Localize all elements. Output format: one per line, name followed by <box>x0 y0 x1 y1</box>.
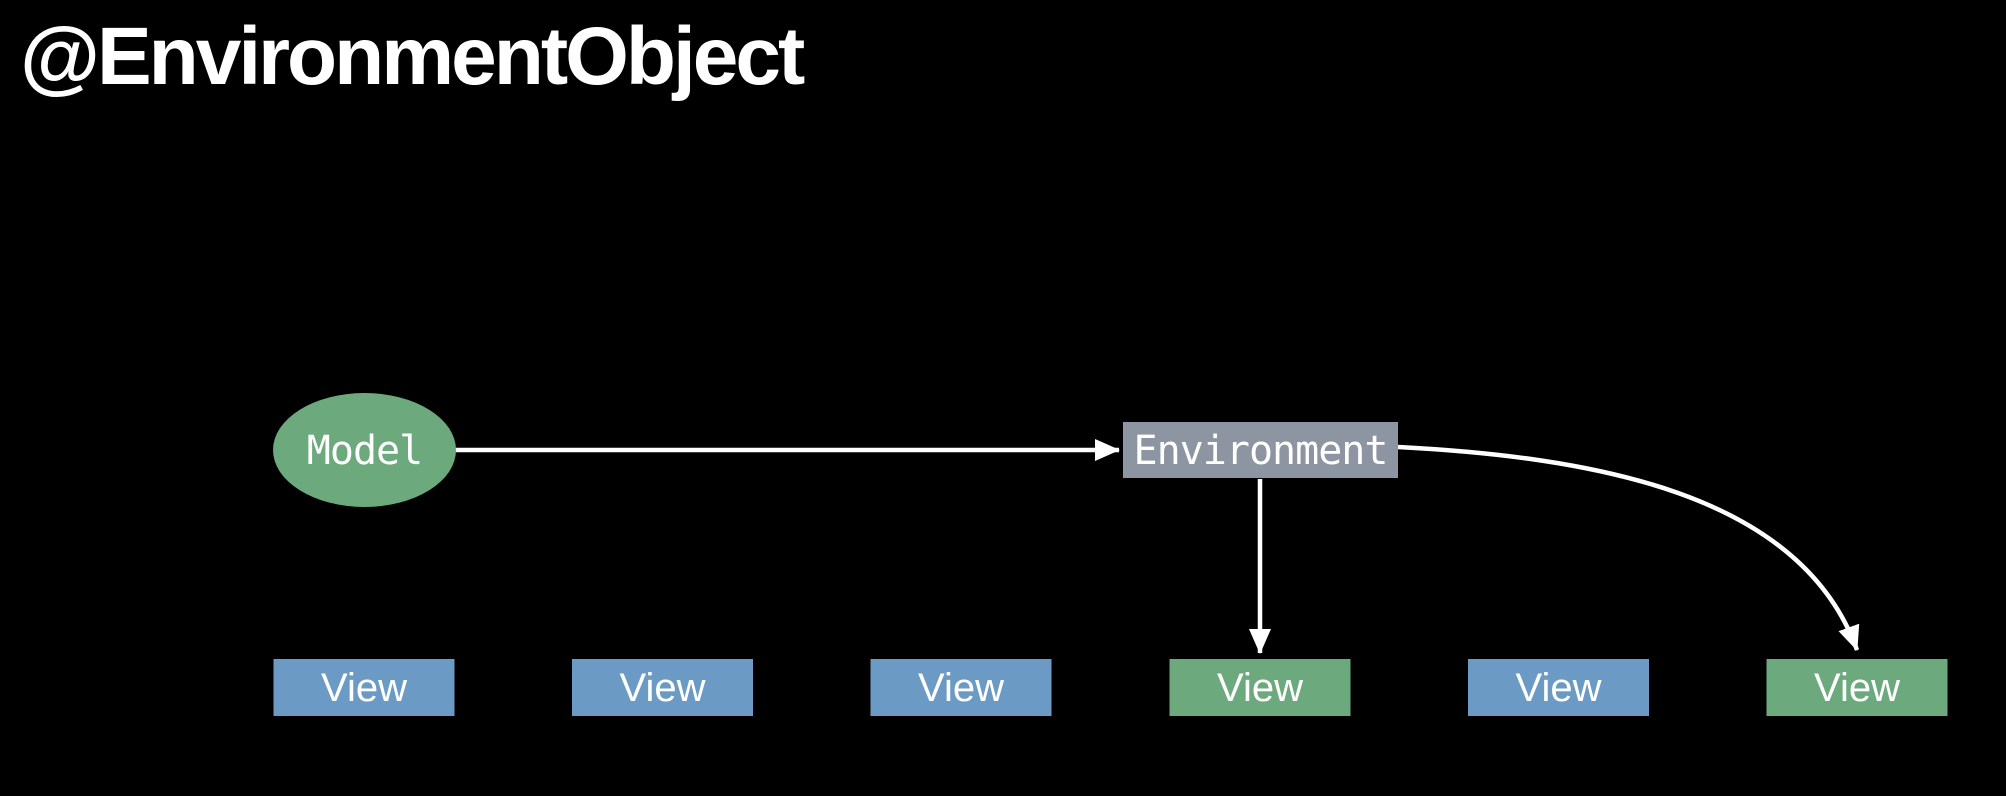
environment-node <box>1123 422 1398 478</box>
view-label-6: View <box>1814 666 1900 710</box>
view-label-1: View <box>321 666 407 710</box>
view-node-6 <box>1766 659 1948 716</box>
view-node-4 <box>1169 659 1351 716</box>
environment-label: Environment <box>1134 428 1388 474</box>
edge-environment-to-view-6 <box>1397 444 1860 651</box>
view-node-3 <box>870 659 1052 716</box>
view-node-1 <box>273 659 455 716</box>
view-label-4: View <box>1217 666 1303 710</box>
view-node-5 <box>1468 659 1649 716</box>
view-label-5: View <box>1516 666 1602 710</box>
page-title: @EnvironmentObject <box>20 11 805 102</box>
model-node <box>273 393 456 507</box>
view-node-2 <box>572 659 753 716</box>
view-label-3: View <box>918 666 1004 710</box>
view-label-2: View <box>620 666 706 710</box>
model-label: Model <box>307 428 422 474</box>
